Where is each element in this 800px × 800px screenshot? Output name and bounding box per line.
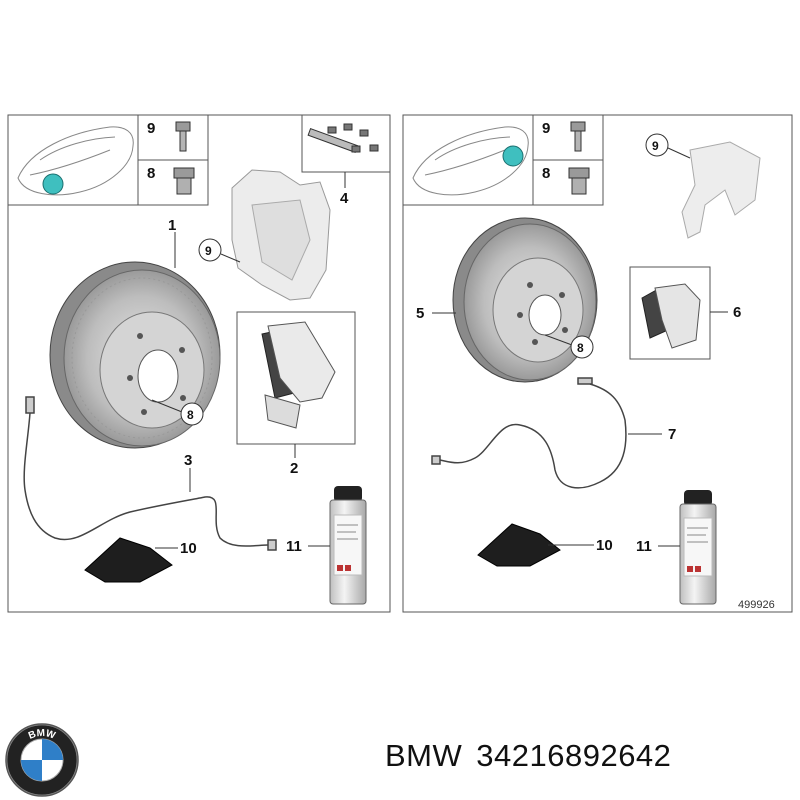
right-panel-frame (402, 114, 793, 613)
svg-text:BMW: BMW (27, 728, 57, 742)
plug-bolt-icon (173, 167, 195, 195)
part-caption: BMW 34216892642 (385, 738, 685, 774)
diagram-reference-number: 499926 (738, 599, 775, 611)
logo-letters: BMW (27, 728, 57, 742)
callout-11: 11 (286, 538, 302, 555)
callout-8-disc: 8 (187, 408, 194, 422)
brake-disc: 5 8 (416, 217, 598, 383)
rear-axle-marker (502, 145, 524, 167)
callout-8-inset: 8 (147, 165, 155, 182)
callout-8-inset: 8 (542, 165, 550, 182)
car-silhouette (17, 126, 134, 196)
bolt-icon (570, 121, 586, 152)
paste-sachet: 10 (84, 537, 197, 583)
brake-pads: 2 (236, 311, 356, 477)
callout-2: 2 (290, 460, 298, 477)
part-number: 34216892642 (476, 738, 672, 773)
right-inset-box: 9 8 (402, 114, 604, 206)
left-panel: 9 8 4 9 (7, 114, 391, 613)
front-axle-marker (42, 173, 64, 195)
callout-8-disc: 8 (577, 341, 584, 355)
hardware-kit: 4 (301, 114, 391, 207)
callout-9-carrier: 9 (652, 139, 659, 153)
brand-name: BMW (385, 738, 463, 773)
spray-can: 11 (636, 490, 717, 605)
callout-5: 5 (416, 305, 424, 322)
right-panel: 9 8 9 5 8 (402, 114, 793, 613)
callout-6: 6 (733, 304, 741, 321)
callout-10: 10 (596, 537, 613, 554)
brake-disc: 1 8 (49, 217, 221, 449)
callout-9-caliper: 9 (205, 244, 212, 258)
wear-sensor: 3 (23, 396, 277, 551)
spray-can: 11 (286, 486, 367, 605)
callout-10: 10 (180, 540, 197, 557)
bmw-logo: BMW (5, 723, 79, 797)
bolt-icon (175, 121, 191, 152)
callout-11: 11 (636, 538, 652, 555)
callout-7: 7 (668, 426, 676, 443)
left-inset-box: 9 8 (7, 114, 209, 206)
callout-9-inset: 9 (542, 120, 550, 137)
callout-9-inset: 9 (147, 120, 155, 137)
plug-bolt-icon (568, 167, 590, 195)
callout-4: 4 (340, 190, 349, 207)
caliper-carrier: 9 (645, 133, 761, 239)
callout-1: 1 (168, 217, 176, 234)
wear-sensor: 7 (431, 377, 676, 489)
paste-sachet: 10 (477, 523, 613, 567)
brake-caliper: 9 (198, 169, 331, 301)
brake-pads: 6 (629, 266, 741, 360)
callout-3: 3 (184, 452, 192, 469)
car-silhouette (412, 126, 529, 196)
